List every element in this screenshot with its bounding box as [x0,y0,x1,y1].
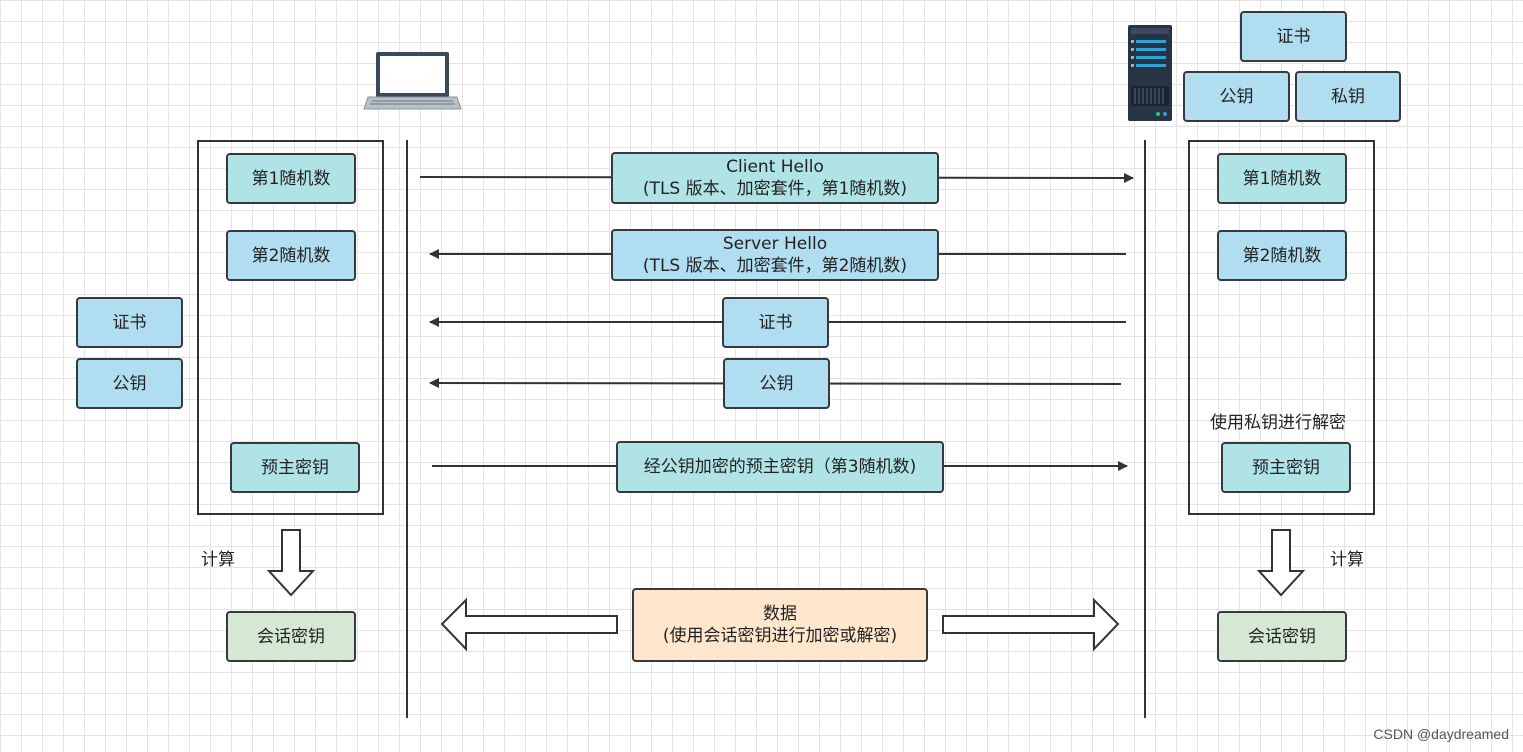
server-hello-detail: (TLS 版本、加密套件，第2随机数) [642,256,908,276]
data-arrow-left [440,597,618,652]
client-compute-label: 计算 [201,550,235,570]
client-public-key-box: 公钥 [76,358,183,409]
client-random2-box: 第2随机数 [226,230,356,281]
server-compute-arrow [1256,529,1306,597]
client-session-key-box: 会话密钥 [226,611,356,662]
client-frame [197,140,384,515]
server-public-key-label: 公钥 [1219,86,1254,107]
client-public-key-label: 公钥 [112,373,147,394]
server-hello-box: Server Hello (TLS 版本、加密套件，第2随机数) [611,229,939,281]
encrypted-premaster-label: 经公钥加密的预主密钥（第3随机数) [643,457,917,477]
server-icon [1128,25,1172,121]
client-session-key-label: 会话密钥 [257,626,325,647]
server-hello-title: Server Hello [722,234,828,254]
certificate-message-label: 证书 [758,312,793,333]
client-premaster-label: 预主密钥 [261,457,329,478]
server-random2-label: 第2随机数 [1242,245,1322,266]
server-random1-box: 第1随机数 [1217,153,1347,204]
client-random1-box: 第1随机数 [226,153,356,204]
client-random2-label: 第2随机数 [251,245,331,266]
server-private-key-label: 私钥 [1331,86,1365,107]
watermark: CSDN @daydreamed [1373,726,1509,742]
client-hello-title: Client Hello [726,157,824,177]
server-compute-label: 计算 [1330,550,1364,570]
laptop-icon [363,52,462,110]
data-title: 数据 [763,604,797,624]
server-certificate-label: 证书 [1276,26,1311,47]
public-key-message-box: 公钥 [723,358,830,409]
data-box: 数据 (使用会话密钥进行加密或解密) [632,588,928,662]
server-premaster-box: 预主密钥 [1221,442,1351,493]
client-certificate-label: 证书 [112,312,147,333]
certificate-message-box: 证书 [722,297,829,348]
data-arrow-right [942,597,1120,652]
server-session-key-label: 会话密钥 [1248,626,1316,647]
encrypted-premaster-box: 经公钥加密的预主密钥（第3随机数) [616,441,944,493]
client-hello-box: Client Hello (TLS 版本、加密套件，第1随机数) [611,152,939,204]
client-premaster-box: 预主密钥 [230,442,360,493]
server-premaster-label: 预主密钥 [1252,457,1320,478]
client-compute-arrow [266,529,316,597]
client-random1-label: 第1随机数 [251,168,331,189]
server-session-key-box: 会话密钥 [1217,611,1347,662]
server-random1-label: 第1随机数 [1242,168,1322,189]
server-decrypt-note: 使用私钥进行解密 [1210,413,1346,433]
server-random2-box: 第2随机数 [1217,230,1347,281]
client-certificate-box: 证书 [76,297,183,348]
server-public-key-box: 公钥 [1183,71,1290,122]
server-frame [1188,140,1375,515]
server-certificate-box: 证书 [1240,11,1347,62]
public-key-message-label: 公钥 [759,373,794,394]
server-private-key-box: 私钥 [1295,71,1401,122]
client-hello-detail: (TLS 版本、加密套件，第1随机数) [642,179,908,199]
data-detail: (使用会话密钥进行加密或解密) [662,626,898,646]
